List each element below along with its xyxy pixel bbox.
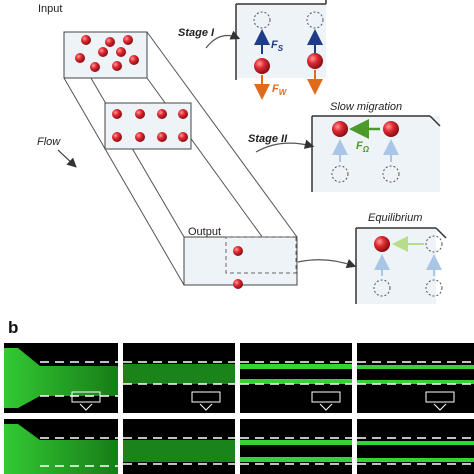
particle bbox=[112, 61, 122, 71]
micrograph-row-2 bbox=[4, 419, 474, 474]
stage2-arrow bbox=[255, 139, 315, 153]
outlet-cross-section bbox=[183, 236, 298, 286]
input-label: Input bbox=[38, 3, 62, 15]
particle bbox=[383, 121, 399, 137]
particle bbox=[81, 35, 91, 45]
stage2-inset: FΩ bbox=[311, 115, 441, 192]
micrograph-tile bbox=[357, 419, 474, 474]
particle bbox=[75, 53, 85, 63]
outlet-particles bbox=[233, 246, 243, 289]
particle bbox=[157, 132, 167, 142]
force-s-label: FS bbox=[271, 39, 284, 53]
particle bbox=[129, 55, 139, 65]
particle bbox=[157, 109, 167, 119]
particle bbox=[116, 47, 126, 57]
micrograph-tile bbox=[357, 343, 474, 413]
particle bbox=[332, 121, 348, 137]
particle bbox=[135, 132, 145, 142]
stage1-label: Stage I bbox=[178, 27, 215, 39]
particle bbox=[90, 62, 100, 72]
equilibrium-label: Equilibrium bbox=[368, 212, 422, 224]
zoom-box bbox=[225, 236, 297, 274]
flow-label: Flow bbox=[37, 136, 61, 148]
particle bbox=[254, 58, 270, 74]
equilibrium-inset bbox=[355, 227, 447, 304]
ghost-particle bbox=[306, 11, 324, 29]
ghost-particle bbox=[253, 11, 271, 29]
particle bbox=[135, 109, 145, 119]
micrograph-tile bbox=[123, 343, 235, 413]
particle bbox=[105, 37, 115, 47]
stage2-label: Stage II bbox=[248, 133, 288, 145]
particle bbox=[233, 246, 243, 256]
particle bbox=[178, 132, 188, 142]
stage1-arrow bbox=[205, 30, 241, 49]
particle bbox=[307, 53, 323, 69]
ghost-particle bbox=[425, 235, 443, 253]
force-omega-label: FΩ bbox=[356, 140, 370, 154]
micrograph-tile bbox=[123, 419, 235, 474]
particle bbox=[98, 47, 108, 57]
slow-migration-label: Slow migration bbox=[330, 101, 402, 113]
micrograph-tile bbox=[240, 343, 352, 413]
particle bbox=[374, 236, 390, 252]
force-w-label: FW bbox=[272, 83, 288, 97]
micrograph-tile bbox=[4, 419, 118, 474]
inlet-particles bbox=[75, 35, 139, 72]
ghost-particle bbox=[373, 279, 391, 297]
particle bbox=[112, 132, 122, 142]
equilibrium-arrow bbox=[297, 259, 357, 269]
particle bbox=[123, 35, 133, 45]
output-label: Output bbox=[188, 226, 221, 238]
micrograph-tile bbox=[240, 419, 352, 474]
panel-b-label: b bbox=[8, 318, 18, 337]
particle bbox=[112, 109, 122, 119]
middle-particles bbox=[112, 109, 188, 142]
ghost-particle bbox=[331, 165, 349, 183]
flow-arrow bbox=[57, 149, 77, 168]
ghost-particle bbox=[382, 165, 400, 183]
particle bbox=[178, 109, 188, 119]
particle bbox=[233, 279, 243, 289]
ghost-particle bbox=[425, 279, 443, 297]
stage1-inset: FS FW bbox=[235, 0, 327, 100]
micrograph-tile bbox=[4, 343, 118, 413]
micrograph-row-1 bbox=[4, 343, 474, 413]
